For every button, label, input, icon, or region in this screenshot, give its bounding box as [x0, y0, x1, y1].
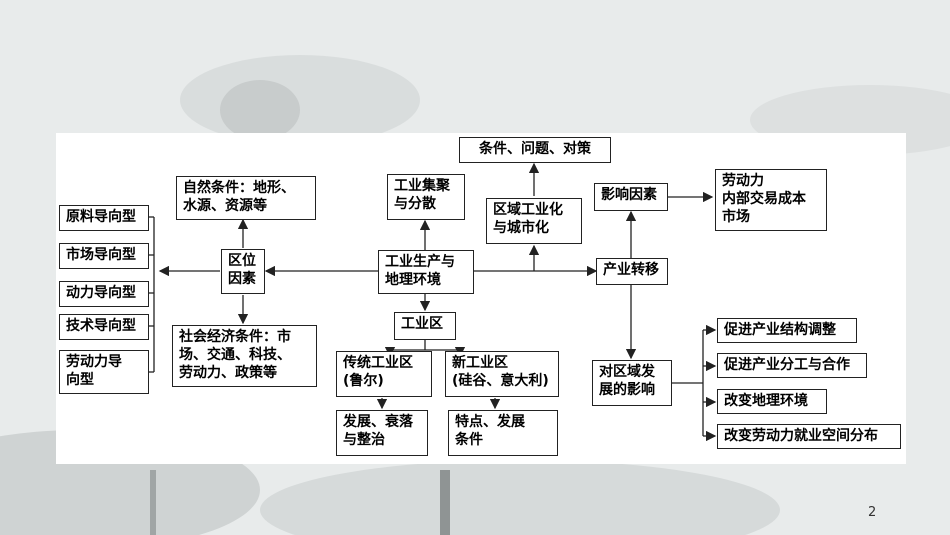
box-industrial-transfer: 产业转移 [596, 258, 668, 285]
box-labor-oriented: 劳动力导 向型 [59, 350, 149, 394]
box-socioeconomic-conditions: 社会经济条件：市 场、交通、科技、 劳动力、政策等 [172, 325, 317, 387]
box-natural-conditions: 自然条件：地形、 水源、资源等 [176, 176, 316, 220]
box-raw-material-oriented: 原料导向型 [59, 205, 149, 231]
box-promote-division-cooperation: 促进产业分工与合作 [717, 353, 867, 378]
box-features-development-conditions: 特点、发展 条件 [448, 410, 558, 456]
box-labor-cost-market: 劳动力 内部交易成本 市场 [715, 169, 827, 231]
box-regional-industrialization: 区域工业化 与城市化 [486, 198, 582, 244]
box-conditions-problems-policies: 条件、问题、对策 [459, 137, 611, 163]
box-influencing-factors: 影响因素 [594, 183, 668, 211]
box-power-oriented: 动力导向型 [59, 281, 149, 307]
box-change-geographic-environment: 改变地理环境 [717, 389, 827, 414]
box-agglomeration-dispersion: 工业集聚 与分散 [387, 174, 465, 220]
box-technology-oriented: 技术导向型 [59, 314, 149, 340]
box-change-labor-distribution: 改变劳动力就业空间分布 [717, 424, 901, 449]
box-new-industrial-zone: 新工业区 (硅谷、意大利) [445, 351, 559, 397]
page-number: 2 [868, 505, 877, 520]
box-market-oriented: 市场导向型 [59, 243, 149, 269]
box-regional-impact: 对区域发 展的影响 [592, 360, 672, 406]
box-location-factors: 区位 因素 [221, 249, 265, 294]
box-industrial-zone: 工业区 [394, 312, 456, 340]
box-center-industry-geography: 工业生产与 地理环境 [378, 250, 474, 294]
box-traditional-industrial-zone: 传统工业区 (鲁尔) [336, 351, 432, 397]
box-promote-structure-adjustment: 促进产业结构调整 [717, 318, 857, 343]
box-development-decline-governance: 发展、衰落 与整治 [336, 410, 428, 456]
